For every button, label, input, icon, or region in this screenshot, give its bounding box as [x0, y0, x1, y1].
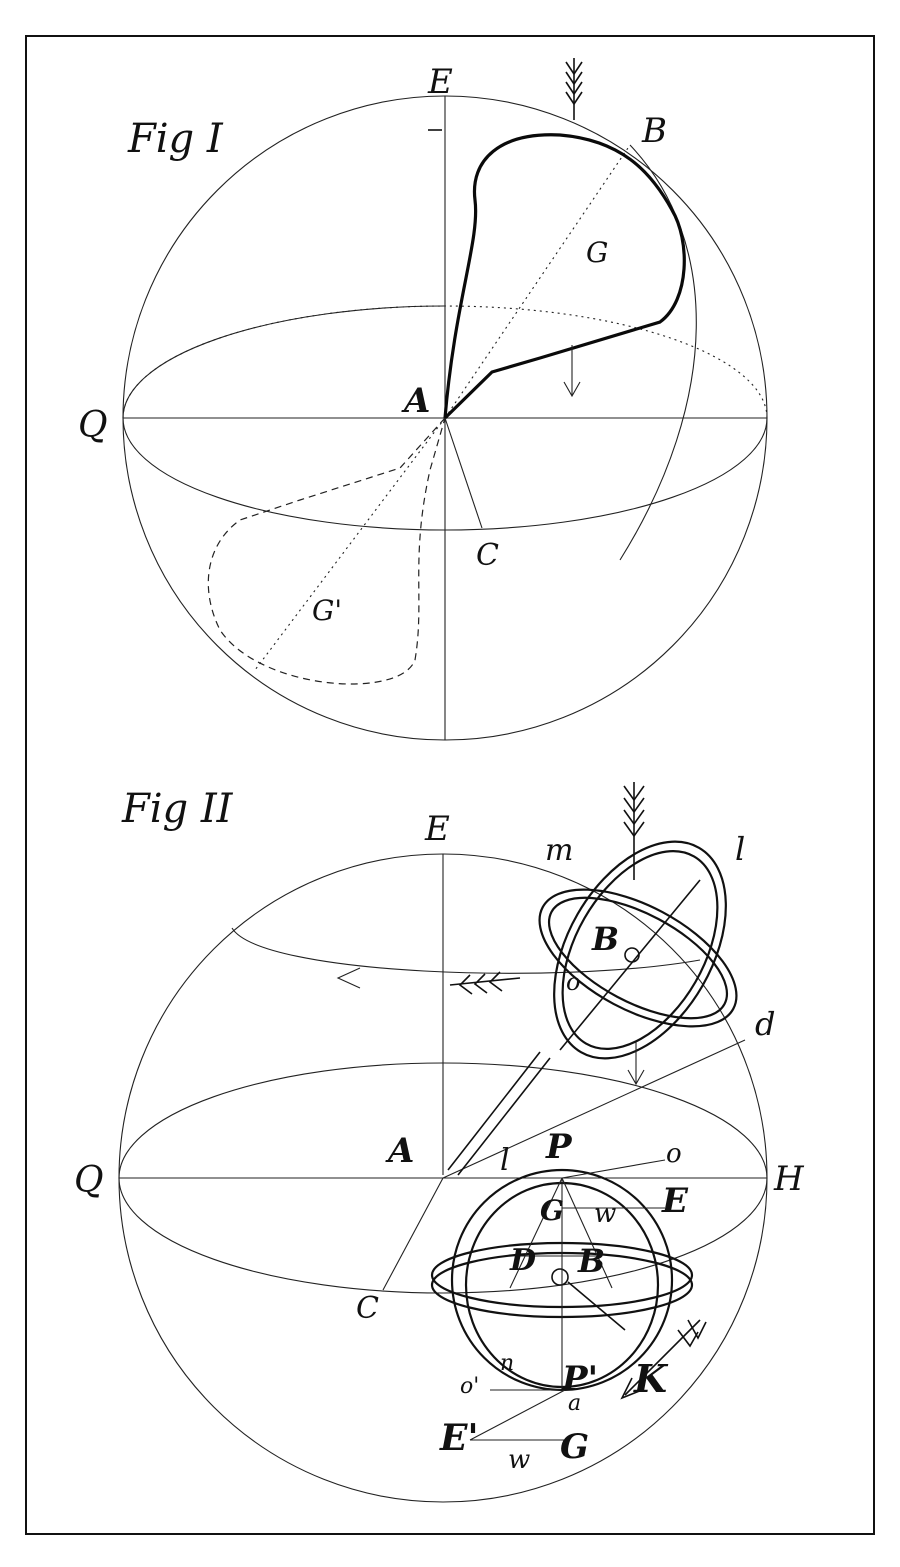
plate-border [25, 35, 875, 1535]
fig2-label-m: m [545, 833, 573, 868]
fig2-label-B-mid: B [577, 1242, 605, 1280]
fig1-label-B: B [641, 111, 667, 151]
fig1-line-AC [444, 417, 483, 529]
fig2-rod-b [457, 1057, 551, 1176]
fig2-label-w-low: w [508, 1445, 530, 1475]
fig2-label-l-mid: l [500, 1143, 510, 1178]
fig2-label-o-prime: o' [460, 1374, 479, 1399]
fig2-label-B-top: B [591, 920, 619, 958]
fig1-label-G-prime: G' [312, 594, 342, 627]
fig1-label-G: G [586, 236, 608, 269]
fig1-label-C: C [476, 538, 499, 573]
fig2-label-K: K [633, 1356, 669, 1401]
fig2-latitude-feather-icon [449, 971, 521, 995]
fig2-label-l-top: l [735, 830, 745, 868]
fig2-label-A: A [385, 1131, 414, 1171]
fig2-line-to-d [442, 1039, 746, 1179]
fig1-loop-mirror [207, 417, 446, 685]
fig2-label-E-mid: E [661, 1181, 689, 1221]
fig2-upper-gyroscope [538, 840, 738, 1060]
fig1-label-E: E [427, 62, 453, 102]
fig2-label-E: E [424, 809, 450, 849]
fig1-feather-arrow-icon [565, 58, 583, 120]
fig1-axis-AG-prime [254, 417, 446, 671]
fig2-label-Q: Q [74, 1160, 104, 1201]
fig2-label-o-mid: o [666, 1139, 682, 1169]
fig2-label-G: G [540, 1194, 564, 1227]
fig2-label-G-low: G [560, 1427, 589, 1467]
fig1-axis-AB [444, 144, 631, 419]
fig2-label-a: a [568, 1391, 581, 1416]
fig2-label-P: P [545, 1127, 573, 1167]
fig2-line-to-C [382, 1177, 444, 1291]
fig2-latitude-curve [231, 927, 701, 974]
fig2-label-n: n [500, 1351, 514, 1376]
fig2-rod [447, 1051, 541, 1171]
fig2-label-o-top: o [566, 968, 580, 996]
fig2-lower-gyroscope [430, 1159, 694, 1441]
fig1-label-Q: Q [78, 405, 108, 446]
figure-1: Fig I E B G Q [78, 58, 768, 741]
fig2-label-D: D [509, 1243, 536, 1278]
fig2-label-H: H [773, 1159, 805, 1199]
fig2-latitude-arrow-head [336, 967, 361, 989]
fig2-label-C: C [356, 1291, 379, 1326]
fig2-label-P-prime: P' [561, 1359, 598, 1399]
fig1-down-arrow-head [563, 381, 581, 398]
fig2-K-arrow-icon [620, 1319, 707, 1400]
fig1-equator-back-solid [122, 305, 446, 419]
fig2-label-E-prime: E' [439, 1417, 478, 1459]
fig2-label-w: w [594, 1199, 616, 1229]
fig2-down-arrow-head [627, 1069, 645, 1086]
fig1-label-A: A [401, 381, 430, 421]
fig1-loop-curve [443, 133, 686, 420]
fig1-great-circle [619, 144, 697, 561]
fig2-feather-arrow-icon [623, 782, 645, 880]
figure-2: Fig II [74, 782, 805, 1503]
fig2-label-d: d [755, 1005, 775, 1043]
fig2-caption: Fig II [121, 786, 234, 832]
fig1-caption: Fig I [127, 116, 224, 162]
